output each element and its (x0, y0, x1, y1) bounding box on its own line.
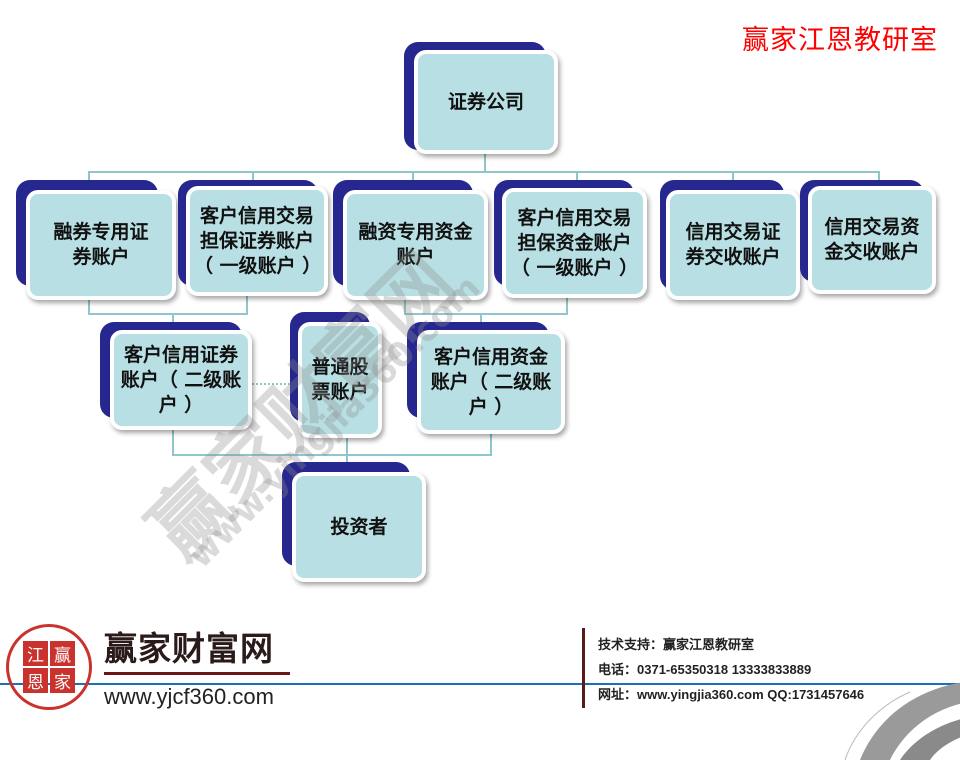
node-label: 客户信用证券 账户（ 二级账 户 ） (120, 343, 242, 416)
seal-char: 恩 (23, 668, 48, 693)
connector-line (412, 171, 414, 183)
brand-name: 赢家财富网 (104, 629, 274, 668)
connector-line (172, 428, 174, 455)
connector-line (490, 432, 492, 455)
connector-line (172, 313, 174, 329)
footer-rule (0, 683, 960, 685)
seal-logo: 江 赢 恩 家 (6, 624, 92, 710)
connector-line (252, 171, 254, 183)
brand-underline (104, 672, 290, 675)
seal-char: 家 (50, 668, 75, 693)
node-label: 投资者 (330, 515, 388, 538)
connector-line (732, 171, 734, 183)
node-label: 证券公司 (447, 90, 524, 113)
brand-url-link[interactable]: www.yjcf360.com (104, 684, 274, 709)
connector-line (566, 298, 568, 314)
header-title: 赢家江恩教研室 (742, 25, 938, 56)
node-label: 信用交易资 金交收账户 (824, 216, 920, 263)
connector-line (88, 296, 90, 314)
connector-line (346, 436, 348, 455)
seal-char: 江 (23, 641, 48, 666)
seal-char: 赢 (50, 641, 75, 666)
node-label: 普通股 票账户 (311, 356, 369, 403)
contact-phone: 电话：0371-65350318 13333833889 (598, 662, 812, 677)
corner-swoosh-icon (844, 682, 960, 760)
node-label: 信用交易证 券交收账户 (685, 221, 781, 268)
node-label: 客户信用交易 担保证券账户 （ 一级账户 ） (194, 204, 322, 277)
connector-line (246, 296, 248, 314)
connector-line (404, 313, 568, 315)
connector-line (88, 171, 880, 173)
node-label: 融资专用资金 账户 (358, 221, 473, 268)
dotted-connector (252, 383, 294, 385)
connector-line (172, 454, 492, 456)
connector-line (404, 298, 406, 314)
contact-support: 技术支持：赢家江恩教研室 (598, 637, 755, 652)
node-label: 融券专用证 券账户 (53, 221, 149, 268)
footer-divider (582, 628, 585, 708)
connector-line (346, 454, 348, 466)
node-label: 客户信用资金 账户（ 二级账 户 ） (430, 345, 552, 418)
connector-line (88, 313, 248, 315)
node-label: 客户信用交易 担保资金账户 （ 一级账户 ） (510, 206, 639, 279)
connector-line (576, 171, 578, 183)
contact-website: 网址：www.yingjia360.com QQ:1731457646 (598, 687, 865, 702)
connector-line (878, 171, 880, 183)
connector-line (88, 171, 90, 183)
connector-line (484, 150, 486, 172)
